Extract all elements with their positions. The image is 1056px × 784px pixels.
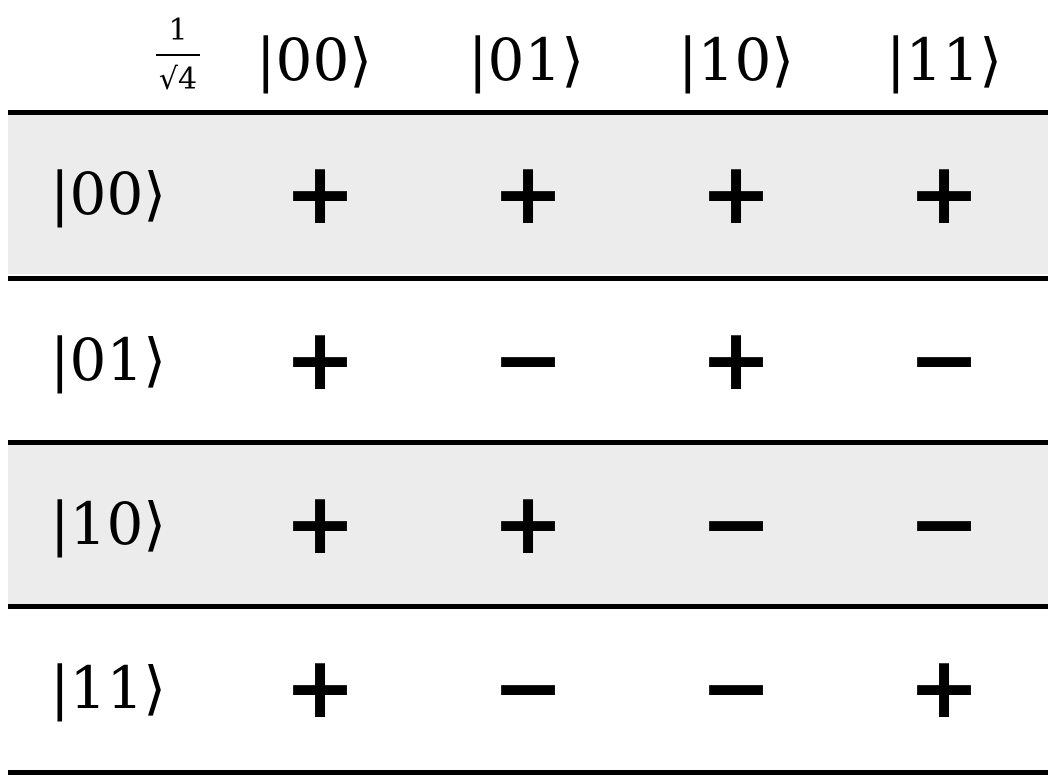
column-header: |11⟩ xyxy=(886,26,1002,94)
table-header: 1 √4 |00⟩ |01⟩ |10⟩ |11⟩ xyxy=(0,0,1056,112)
sign-cell: + xyxy=(283,310,357,410)
row-header: |11⟩ xyxy=(50,654,166,722)
row-header: |10⟩ xyxy=(50,490,166,558)
table-row: |10⟩ + + − − xyxy=(8,445,1048,604)
sign-cell: + xyxy=(283,474,357,574)
table-rule xyxy=(8,276,1048,281)
sign-cell: − xyxy=(699,638,773,738)
row-header: |00⟩ xyxy=(50,160,166,228)
factor-denominator-text: √4 xyxy=(158,62,198,97)
sign-cell: + xyxy=(283,638,357,738)
sign-cell: + xyxy=(491,144,565,244)
sign-cell: − xyxy=(907,474,981,574)
table-rule xyxy=(8,604,1048,609)
table-rule xyxy=(8,110,1048,115)
sign-cell: − xyxy=(491,310,565,410)
column-header: |01⟩ xyxy=(468,26,584,94)
table-rule xyxy=(8,770,1048,775)
table-row: |11⟩ + − − + xyxy=(8,609,1048,768)
factor-numerator: 1 xyxy=(168,13,188,48)
table-rule xyxy=(8,440,1048,445)
sign-cell: + xyxy=(491,474,565,574)
sign-cell: + xyxy=(907,638,981,738)
table-row: |00⟩ + + + + xyxy=(8,115,1048,274)
sign-cell: − xyxy=(699,474,773,574)
fraction-bar xyxy=(156,54,200,56)
sign-cell: − xyxy=(907,310,981,410)
table-row: |01⟩ + − + − xyxy=(8,281,1048,440)
normalization-factor: 1 √4 xyxy=(148,14,208,108)
sign-cell: + xyxy=(283,144,357,244)
sign-cell: − xyxy=(491,638,565,738)
sign-cell: + xyxy=(699,144,773,244)
row-header: |01⟩ xyxy=(50,326,166,394)
column-header: |10⟩ xyxy=(678,26,794,94)
sign-cell: + xyxy=(907,144,981,244)
column-header: |00⟩ xyxy=(256,26,372,94)
sign-cell: + xyxy=(699,310,773,410)
factor-denominator: √4 xyxy=(148,60,208,100)
